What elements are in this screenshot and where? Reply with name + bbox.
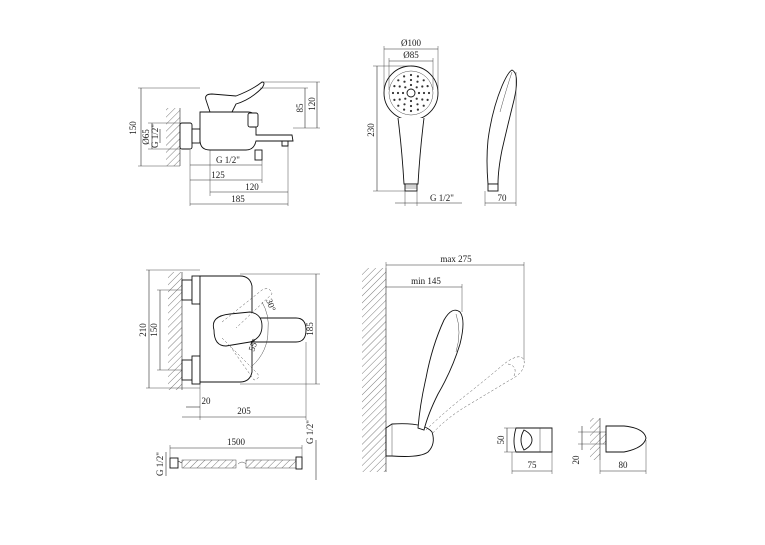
nozzle: [416, 80, 419, 83]
dim-g12-shower: G 1/2": [430, 193, 454, 203]
nozzle: [417, 91, 421, 95]
rosette: [179, 122, 193, 150]
nozzle: [421, 98, 424, 101]
dim-g12-horizontal: G 1/2": [216, 155, 240, 165]
nozzle: [416, 75, 419, 78]
dim-185-top: 185: [305, 322, 315, 336]
hose-segment-left: [182, 460, 236, 468]
angle-55: 55°: [246, 337, 260, 353]
dim-d65: Ø65: [141, 129, 151, 145]
shower-min-position: [417, 309, 464, 431]
dim-210: 210: [138, 323, 148, 337]
shower-head-side: [486, 69, 517, 185]
dim-1500: 1500: [227, 437, 246, 447]
nozzle: [403, 80, 406, 83]
dim-185: 185: [231, 194, 245, 204]
hose-segment-right: [246, 460, 296, 468]
nozzle: [409, 78, 413, 82]
connector-top: [181, 279, 193, 301]
nozzle: [409, 109, 413, 113]
nozzle: [409, 73, 413, 77]
wall-mount-view: max 275 min 145: [362, 254, 525, 472]
nozzle: [393, 85, 396, 88]
nozzle: [398, 98, 401, 101]
nozzle: [415, 97, 418, 100]
wall-hatch: [166, 108, 180, 166]
dim-120-bottom: 120: [245, 182, 259, 192]
dim-125: 125: [211, 170, 225, 180]
faucet-body: [199, 111, 294, 151]
nozzle: [426, 85, 429, 88]
nozzle: [397, 79, 400, 82]
hose-end-right: [295, 456, 303, 470]
holder-side: [605, 425, 647, 453]
lever-top: [212, 311, 263, 347]
angle-30: 30°: [264, 297, 278, 313]
nozzle: [422, 104, 425, 107]
nozzle: [409, 99, 413, 103]
shower-handle: [397, 117, 425, 185]
dim-150-top: 150: [149, 323, 159, 337]
nozzle: [398, 85, 401, 88]
nozzle: [403, 103, 406, 106]
dim-d85: Ø85: [403, 50, 419, 60]
dim-150: 150: [128, 121, 138, 135]
dim-230: 230: [366, 123, 376, 137]
dim-max-275: max 275: [440, 254, 472, 264]
nozzle: [416, 103, 419, 106]
nozzle: [403, 108, 406, 111]
nozzle: [421, 85, 424, 88]
dim-120: 120: [307, 97, 317, 111]
nozzle: [427, 91, 431, 95]
hose-end-left: [169, 457, 179, 469]
dim-g12-hose-right: G 1/2": [305, 420, 315, 444]
hose-view: 1500 G 1/2" G 1/2": [155, 420, 317, 480]
dim-min-145: min 145: [411, 276, 441, 286]
holder-detail-view: 50 75 20 80: [496, 418, 647, 474]
hose-outlet: [254, 149, 263, 161]
nozzle: [422, 91, 426, 95]
dim-d100: Ø100: [401, 38, 421, 48]
nozzle: [397, 104, 400, 107]
nozzle: [393, 98, 396, 101]
nozzle: [401, 91, 405, 95]
dim-85: 85: [295, 103, 305, 113]
shower-thread: [404, 183, 418, 192]
wall-hatch-top: [168, 272, 182, 390]
lever-handle: [205, 81, 265, 113]
nozzle: [415, 86, 418, 89]
dim-20: 20: [202, 396, 212, 406]
nozzle: [404, 86, 407, 89]
dim-50: 50: [496, 435, 506, 445]
shower-head-view: Ø100 Ø85 230 G 1/2" 70: [366, 38, 517, 206]
wall-hatch-mount: [362, 268, 386, 472]
dim-g12-vertical: G 1/2": [150, 124, 160, 148]
faucet-top-view: 30° 55° 210 150 185 20 205: [138, 269, 320, 420]
dim-g12-hose-left: G 1/2": [155, 452, 165, 476]
wall-holder: [385, 423, 434, 457]
faucet-side-view: 150 Ø65 G 1/2" 85 120 G 1/2" 125 120 185: [128, 81, 320, 206]
shower-max-position: [425, 356, 525, 435]
nozzle: [426, 98, 429, 101]
connector-bottom: [181, 359, 193, 381]
nozzle: [409, 83, 413, 87]
dim-75: 75: [528, 460, 538, 470]
dim-20-holder: 20: [571, 455, 581, 465]
nozzle: [416, 108, 419, 111]
nozzle: [404, 97, 407, 100]
nozzle: [403, 75, 406, 78]
dim-205: 205: [237, 406, 251, 416]
nozzle: [422, 79, 425, 82]
wall-hatch-holder: [590, 418, 600, 460]
holder-front: [513, 427, 553, 453]
nozzle: [396, 91, 400, 95]
nozzle: [391, 91, 395, 95]
nozzle: [409, 104, 413, 108]
dim-70: 70: [498, 193, 508, 203]
dim-80: 80: [619, 460, 629, 470]
